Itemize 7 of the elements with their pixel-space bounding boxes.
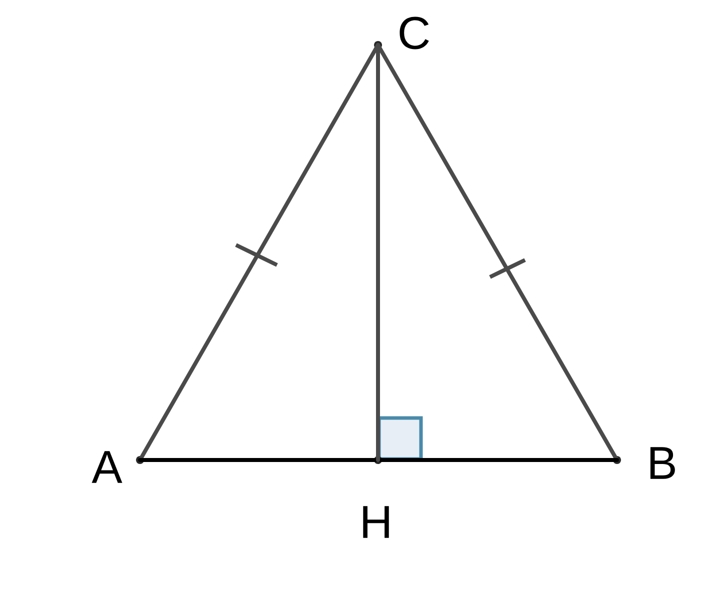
line-segment — [376, 458, 619, 462]
vertex-label: B — [650, 447, 675, 479]
vertex-label: A — [92, 451, 122, 483]
line-segment — [138, 458, 380, 462]
vertex-label: H — [363, 506, 389, 538]
line-segment — [376, 43, 380, 462]
vertex-label: C — [400, 16, 429, 50]
